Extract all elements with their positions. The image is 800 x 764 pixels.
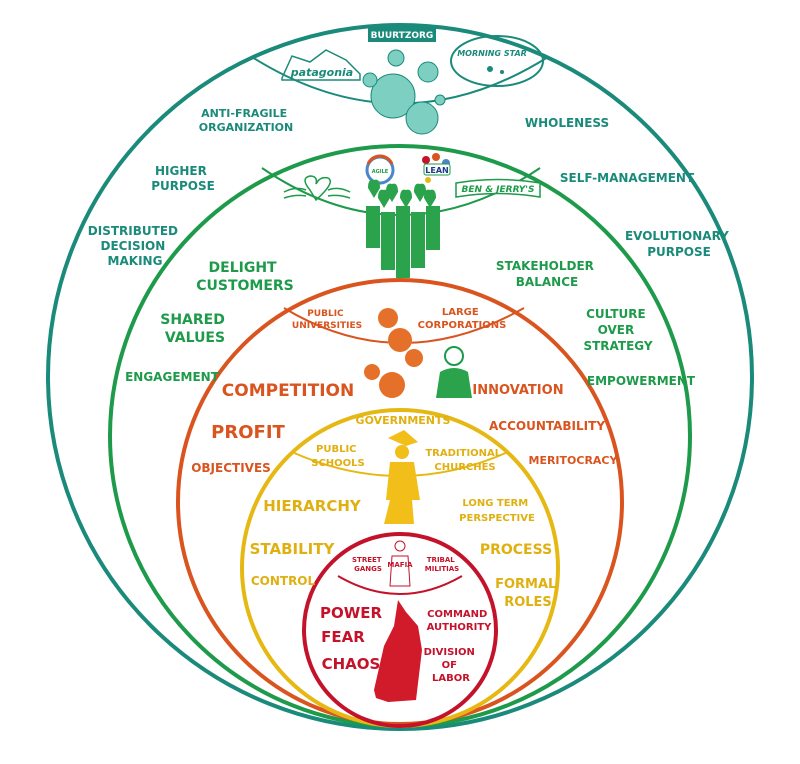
label-chaos: CHAOS: [322, 655, 381, 673]
label-hierarchy: HIERARCHY: [263, 497, 362, 515]
ben-jerrys-logo: BEN & JERRY'S: [455, 178, 541, 198]
lean-logo: LEAN: [422, 153, 451, 183]
label-stakeholder-balance: STAKEHOLDER BALANCE: [496, 259, 598, 289]
label-meritocracy: MERITOCRACY: [529, 454, 619, 467]
morning-star-logo-text: MORNING STAR: [457, 49, 527, 58]
label-division-of-labor: DIVISION OF LABOR: [424, 647, 479, 684]
heart-wings-logo: [283, 175, 351, 202]
label-evolutionary-purpose: EVOLUTIONARY PURPOSE: [625, 229, 733, 259]
label-self-management: SELF-MANAGEMENT: [560, 171, 695, 185]
mafia-figure-icon: [389, 540, 411, 587]
label-large-corporations: LARGE CORPORATIONS: [418, 307, 507, 331]
morning-star-logo: MORNING STAR: [450, 35, 544, 87]
label-delight-customers: DELIGHT CUSTOMERS: [196, 260, 294, 294]
label-mafia: MAFIA: [387, 561, 413, 569]
label-process: PROCESS: [480, 542, 552, 558]
red-ring: [302, 532, 498, 728]
label-public-universities: PUBLIC UNIVERSITIES: [292, 309, 362, 331]
buurtzorg-logo: BUURTZORG: [368, 27, 436, 42]
ben-jerrys-logo-text: BEN & JERRY'S: [462, 185, 535, 195]
orange-gears-icon: [364, 308, 423, 398]
teal-bubbles-icon: [362, 49, 446, 135]
label-objectives: OBJECTIVES: [191, 461, 271, 475]
soldier-figure-icon: [384, 430, 420, 524]
wolf-figure-icon: [374, 600, 422, 702]
innovator-figure-icon: [436, 346, 472, 398]
label-shared-values: SHARED VALUES: [160, 312, 229, 346]
red-cap-arc: [337, 575, 463, 595]
label-profit: PROFIT: [211, 422, 285, 443]
label-anti-fragile: ANTI-FRAGILE ORGANIZATION: [199, 107, 293, 134]
label-competition: COMPETITION: [222, 381, 354, 401]
label-higher-purpose: HIGHER PURPOSE: [151, 164, 215, 193]
label-innovation: INNOVATION: [472, 383, 563, 398]
agile-logo: AGILE: [365, 154, 395, 185]
label-street-gangs: STREET GANGS: [352, 556, 384, 573]
label-tribal-militias: TRIBAL MILITIAS: [425, 556, 459, 573]
label-control: CONTROL: [251, 574, 316, 588]
label-traditional-churches: TRADITIONAL CHURCHES: [425, 448, 504, 473]
label-wholeness: WHOLENESS: [525, 116, 609, 130]
label-engagement: ENGAGEMENT: [125, 370, 220, 384]
label-culture-over-strategy: CULTURE OVER STRATEGY: [583, 307, 652, 353]
label-fear: FEAR: [321, 628, 365, 646]
label-distributed-decision: DISTRIBUTED DECISION MAKING: [88, 224, 182, 268]
label-governments: GOVERNMENTS: [356, 414, 451, 427]
label-accountability: ACCOUNTABILITY: [489, 419, 605, 433]
buurtzorg-logo-text: BUURTZORG: [371, 31, 434, 41]
label-public-schools: PUBLIC SCHOOLS: [311, 444, 365, 469]
label-power: POWER: [320, 604, 383, 622]
green-people-icon: [366, 179, 440, 278]
lean-logo-text: LEAN: [425, 166, 448, 175]
label-stability: STABILITY: [250, 540, 336, 558]
label-empowerment: EMPOWERMENT: [587, 374, 696, 388]
patagonia-logo: patagonia: [281, 49, 361, 81]
label-formal-roles: FORMAL ROLES: [495, 577, 561, 610]
patagonia-logo-text: patagonia: [290, 66, 353, 79]
label-long-term-perspective: LONG TERM PERSPECTIVE: [459, 498, 535, 524]
label-command-authority: COMMAND AUTHORITY: [427, 609, 492, 633]
teal-ring: [46, 23, 754, 731]
agile-logo-text: AGILE: [372, 169, 389, 175]
